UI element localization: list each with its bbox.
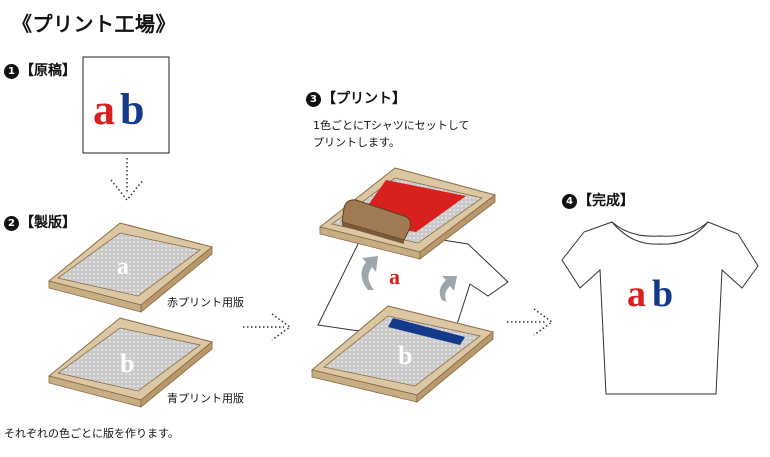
print-note-line-1: 1色ごとにTシャツにセットして <box>313 119 470 132</box>
red-plate-letter: a <box>117 254 129 280</box>
tshirt-icon <box>561 221 759 395</box>
step-2-number: 2 <box>4 216 19 231</box>
original-artwork: a b <box>82 56 170 154</box>
artwork-letter-a: a <box>93 85 115 134</box>
step-4-number: 4 <box>562 194 577 209</box>
finished-letter-a: a <box>627 273 646 315</box>
curved-arrow-icon <box>361 256 457 302</box>
step-3-heading: 3【プリント】 <box>306 88 406 108</box>
step-1-heading: 1【原稿】 <box>4 60 76 80</box>
squeegee-icon <box>341 199 411 244</box>
blue-print-plate: b <box>47 317 214 408</box>
step-4-heading: 4【完成】 <box>562 190 634 210</box>
arrow-down-icon <box>110 158 144 202</box>
print-note-line-2: プリントします。 <box>313 136 400 149</box>
page-title: 《プリント工場》 <box>12 12 176 36</box>
lower-frame-letter: b <box>398 341 412 370</box>
lower-print-frame: b <box>310 305 495 403</box>
blue-plate-label: 青プリント用版 <box>167 392 244 405</box>
step-2-heading: 2【製版】 <box>4 212 76 232</box>
step-1-label: 【原稿】 <box>20 63 76 79</box>
red-plate-label: 赤プリント用版 <box>167 296 244 309</box>
step-1-number: 1 <box>4 64 19 79</box>
finished-letter-b: b <box>652 273 673 315</box>
finished-tshirt: a b <box>561 221 759 395</box>
arrow-right-icon <box>507 308 554 336</box>
arrow-right-icon <box>243 313 292 341</box>
tshirt-print-letter-a: a <box>389 264 400 289</box>
step-3-label: 【プリント】 <box>322 91 406 107</box>
upper-print-frame <box>318 167 497 260</box>
step-2-label: 【製版】 <box>20 215 76 231</box>
step-3-number: 3 <box>306 92 321 107</box>
step-4-label: 【完成】 <box>578 193 634 209</box>
red-print-plate: a <box>47 222 214 313</box>
platemaking-note: それぞれの色ごとに版を作ります。 <box>4 427 179 440</box>
blue-plate-letter: b <box>120 349 134 378</box>
artwork-letter-b: b <box>120 85 144 134</box>
print-note: 1色ごとにTシャツにセットして プリントします。 <box>313 117 469 151</box>
